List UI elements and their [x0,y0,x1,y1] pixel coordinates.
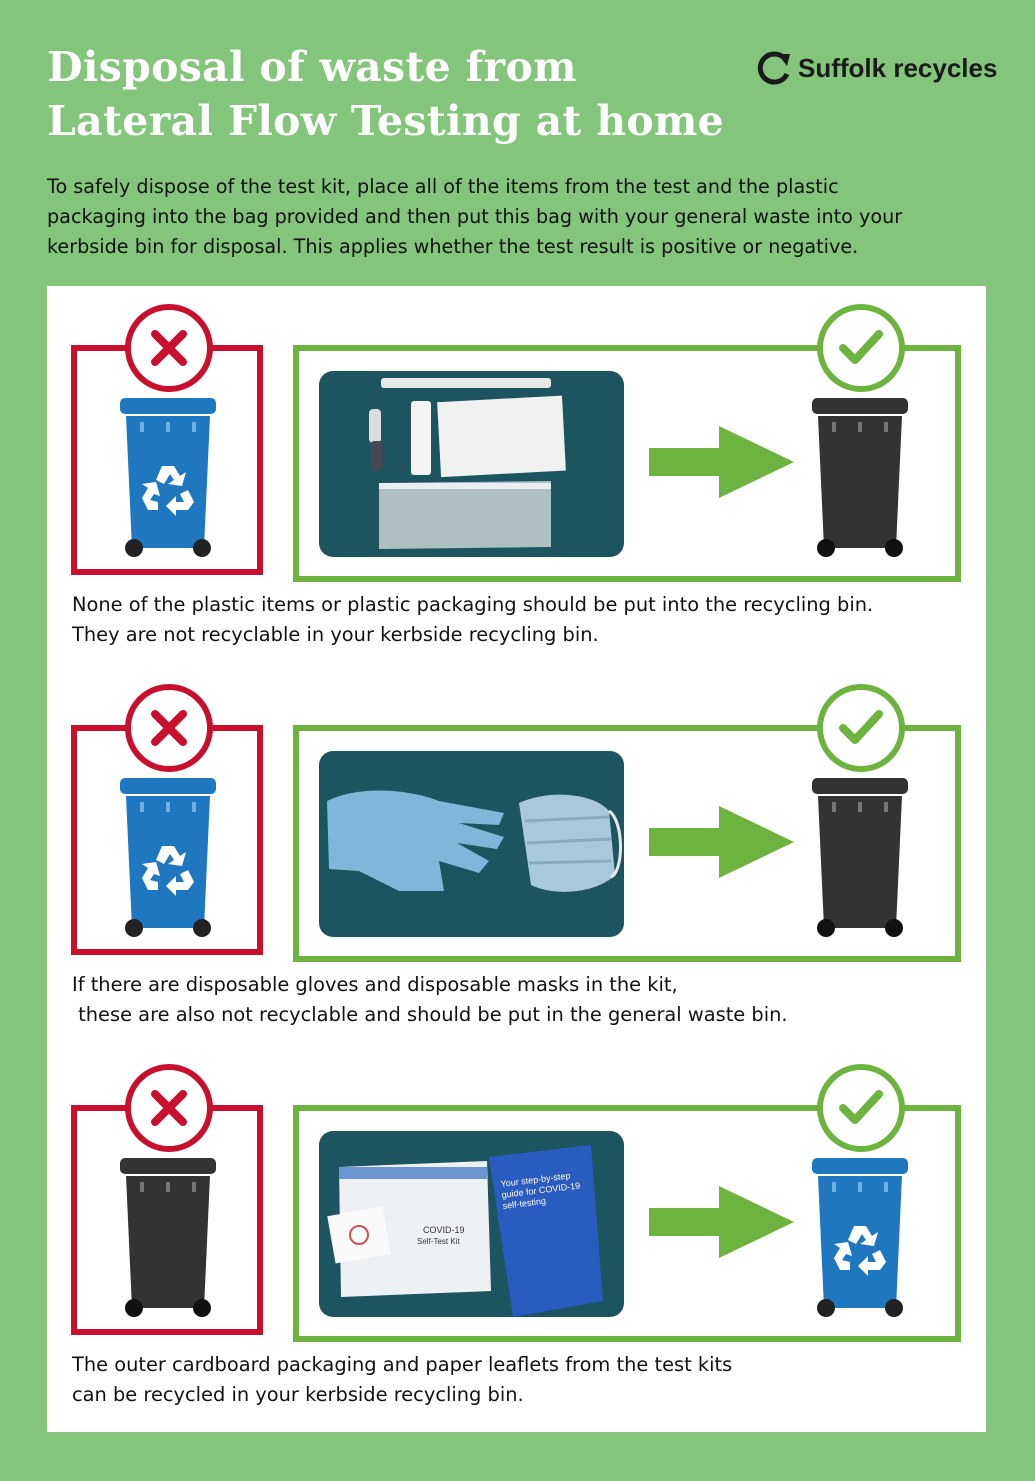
caption-line-2: these are also not recyclable and should… [72,1003,788,1026]
photo-box-label: COVID-19 [423,1225,465,1235]
check-icon [839,1090,883,1124]
section-gloves-masks: If there are disposable gloves and dispo… [47,666,986,1026]
page-title: Disposal of waste from Lateral Flow Test… [47,40,724,148]
recycle-icon [142,466,194,516]
caption-line-1: If there are disposable gloves and dispo… [72,973,678,996]
arrow-right-icon [649,426,794,498]
arrow-right-icon [649,1186,794,1258]
section-caption: If there are disposable gloves and dispo… [72,970,788,1030]
cross-badge [125,304,213,392]
section-caption: None of the plastic items or plastic pac… [72,590,873,650]
right-bin-frame [293,1105,961,1342]
photo-gloves-mask [319,751,624,937]
intro-text: To safely dispose of the test kit, place… [47,172,992,262]
check-badge [817,304,905,392]
right-bin-frame [293,345,961,582]
intro-line-2: packaging into the bag provided and then… [47,205,903,228]
cross-badge [125,1064,213,1152]
cross-icon [151,710,187,746]
title-line-2: Lateral Flow Testing at home [47,97,725,145]
cross-icon [151,330,187,366]
recycling-bin-icon [120,778,216,937]
caption-line-1: None of the plastic items or plastic pac… [72,593,874,616]
general-waste-bin-icon [120,1158,216,1317]
recycle-icon [834,1226,886,1276]
logo-text: Suffolk recycles [798,52,998,83]
general-waste-bin-icon [812,778,908,937]
cross-icon [151,1090,187,1126]
caption-line-2: They are not recyclable in your kerbside… [72,623,599,646]
photo-box-label-2: Self-Test Kit [417,1237,460,1246]
caption-line-2: can be recycled in your kerbside recycli… [72,1383,524,1406]
caption-line-1: The outer cardboard packaging and paper … [72,1353,733,1376]
intro-line-3: kerbside bin for disposal. This applies … [47,235,859,258]
recycling-bin-icon [812,1158,908,1317]
check-badge [817,1064,905,1152]
general-waste-bin-icon [812,398,908,557]
content-panel: None of the plastic items or plastic pac… [47,286,986,1432]
intro-line-1: To safely dispose of the test kit, place… [47,175,839,198]
recycling-bin-icon [120,398,216,557]
section-caption: The outer cardboard packaging and paper … [72,1350,732,1410]
check-icon [839,330,883,364]
suffolk-recycles-logo: Suffolk recycles [754,48,997,88]
right-bin-frame [293,725,961,962]
check-icon [839,710,883,744]
check-badge [817,684,905,772]
cross-badge [125,684,213,772]
section-plastic-items: None of the plastic items or plastic pac… [47,286,986,646]
title-line-1: Disposal of waste from [47,43,577,91]
arrow-right-icon [649,806,794,878]
photo-test-kit-plastics [319,371,624,557]
photo-cardboard-leaflet: COVID-19 Self-Test Kit Your step-by-step… [319,1131,624,1317]
section-cardboard-paper: COVID-19 Self-Test Kit Your step-by-step… [47,1046,986,1406]
recycle-logo-icon [757,51,790,85]
recycle-icon [142,846,194,896]
